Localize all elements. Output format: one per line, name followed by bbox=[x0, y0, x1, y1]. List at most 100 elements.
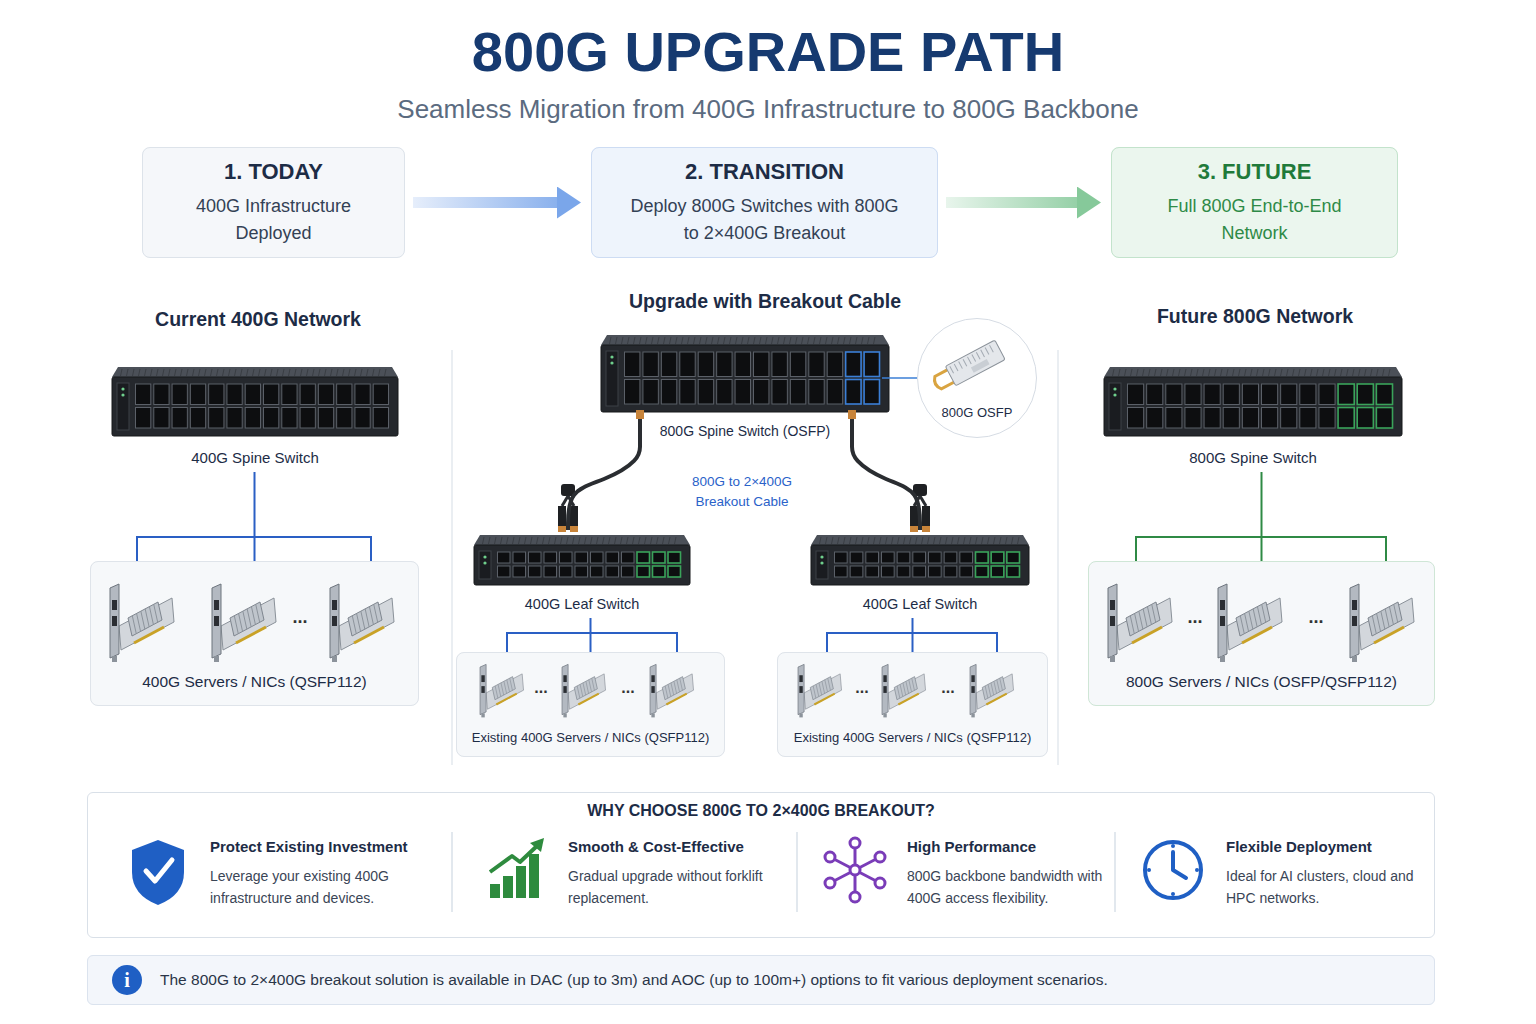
heatsink-fin bbox=[813, 686, 816, 698]
nic-bracket-foot bbox=[481, 713, 484, 717]
plug-tip bbox=[910, 526, 918, 532]
nic-card bbox=[330, 584, 394, 662]
heatsink-fin bbox=[665, 686, 668, 698]
switch-port bbox=[850, 552, 863, 563]
nic-heatsink bbox=[662, 677, 685, 700]
switch-vent bbox=[730, 337, 732, 344]
switch-vent bbox=[634, 337, 636, 344]
nic-bracket-foot bbox=[651, 713, 654, 717]
heatsink-fin bbox=[357, 613, 361, 631]
clock-tick bbox=[1171, 844, 1175, 848]
switch-vent bbox=[1221, 369, 1223, 376]
heatsink-fin bbox=[243, 611, 247, 629]
heatsink-fin bbox=[239, 613, 243, 631]
text-label-holder: 800G to 2×400G Breakout Cable bbox=[681, 472, 803, 513]
switch-vent bbox=[1203, 369, 1205, 376]
heatsink-fin bbox=[994, 681, 997, 693]
switch-unit: 800G Spine Switch (OSFP) bbox=[598, 330, 892, 444]
switch-port bbox=[622, 552, 635, 563]
nic-bracket bbox=[1218, 584, 1227, 658]
page-title-holder: 800G UPGRADE PATH bbox=[472, 18, 1064, 85]
switch-port bbox=[1007, 552, 1020, 563]
module-fin bbox=[981, 350, 985, 357]
nic-board bbox=[339, 598, 394, 650]
osfp-module bbox=[930, 340, 1005, 394]
node-heading: 2. TRANSITION bbox=[685, 158, 844, 186]
switch-port bbox=[591, 552, 604, 563]
port-leader bbox=[882, 377, 892, 379]
cable-plug bbox=[558, 506, 566, 526]
switch-vent bbox=[796, 337, 798, 344]
switch-port bbox=[1223, 408, 1239, 429]
leader-line bbox=[892, 377, 917, 379]
heatsink-fin bbox=[680, 678, 683, 690]
switch-vent bbox=[1377, 369, 1379, 376]
nic-bracket-foot bbox=[1352, 656, 1357, 662]
switch-vent bbox=[1281, 369, 1283, 376]
switch-vent bbox=[385, 369, 387, 376]
cable-plug bbox=[910, 506, 918, 526]
status-led bbox=[121, 387, 124, 390]
heatsink-fin bbox=[906, 681, 909, 693]
link-line bbox=[590, 618, 592, 652]
switch-port bbox=[154, 384, 169, 405]
switch-vent bbox=[1239, 369, 1241, 376]
heatsink-fin bbox=[985, 686, 988, 698]
heatsink-fin bbox=[1262, 604, 1266, 622]
switch-port bbox=[282, 408, 297, 429]
switch-vent bbox=[241, 369, 243, 376]
info-note: The 800G to 2×400G breakout solution is … bbox=[87, 955, 1435, 1005]
module-body bbox=[945, 340, 1005, 386]
text-label: ... bbox=[621, 678, 634, 697]
switch-port bbox=[1128, 384, 1144, 405]
status-led bbox=[1113, 387, 1116, 390]
nic-card bbox=[882, 664, 926, 717]
switch-vent bbox=[229, 369, 231, 376]
link-line bbox=[1261, 472, 1263, 561]
switch-vent bbox=[1347, 369, 1349, 376]
switch-vent bbox=[253, 369, 255, 376]
clock-tick bbox=[1147, 868, 1151, 872]
server-group: Existing 400G Servers / NICs (QSFP112) bbox=[456, 652, 725, 757]
heatsink-fin bbox=[828, 678, 831, 690]
switch-vent bbox=[1293, 369, 1295, 376]
switch-panel bbox=[1109, 383, 1121, 430]
heatsink-fin bbox=[577, 686, 580, 698]
network-node bbox=[825, 852, 835, 862]
switch-port bbox=[668, 566, 681, 577]
switch-vent bbox=[610, 337, 612, 344]
switch-vent bbox=[199, 369, 201, 376]
switch-vent bbox=[277, 369, 279, 376]
switch-vent bbox=[1167, 369, 1169, 376]
module-fin bbox=[959, 362, 963, 369]
nic-bracket-foot bbox=[563, 713, 566, 717]
nic-port bbox=[971, 686, 974, 693]
switch-port bbox=[698, 380, 713, 405]
node-heading: 800G OSFP bbox=[942, 405, 1013, 421]
switch-port bbox=[835, 552, 848, 563]
switch-port bbox=[209, 408, 224, 429]
switch-port bbox=[513, 566, 526, 577]
switch-unit: 400G Spine Switch bbox=[108, 362, 402, 472]
status-led bbox=[483, 555, 486, 558]
switch-port bbox=[264, 384, 279, 405]
clock-face bbox=[1145, 842, 1201, 898]
switch-vent bbox=[1299, 369, 1301, 376]
switch-panel bbox=[816, 551, 828, 579]
module-fin bbox=[985, 347, 989, 354]
switch-vent bbox=[211, 369, 213, 376]
switch-vent bbox=[946, 537, 948, 544]
switch-vent bbox=[343, 369, 345, 376]
switch-port bbox=[1376, 384, 1392, 405]
shield-icon bbox=[132, 840, 184, 905]
text-label: i bbox=[124, 968, 130, 992]
switch-top bbox=[811, 535, 1029, 545]
switch-vent bbox=[1137, 369, 1139, 376]
server-group: 800G Servers / NICs (OSFP/QSFP112) bbox=[1088, 561, 1435, 706]
box-fill bbox=[917, 318, 1037, 438]
switch-vent bbox=[627, 537, 629, 544]
switch-port bbox=[245, 384, 260, 405]
switch-port bbox=[653, 566, 666, 577]
heatsink-fin bbox=[589, 680, 592, 692]
switch-vent bbox=[1263, 369, 1265, 376]
